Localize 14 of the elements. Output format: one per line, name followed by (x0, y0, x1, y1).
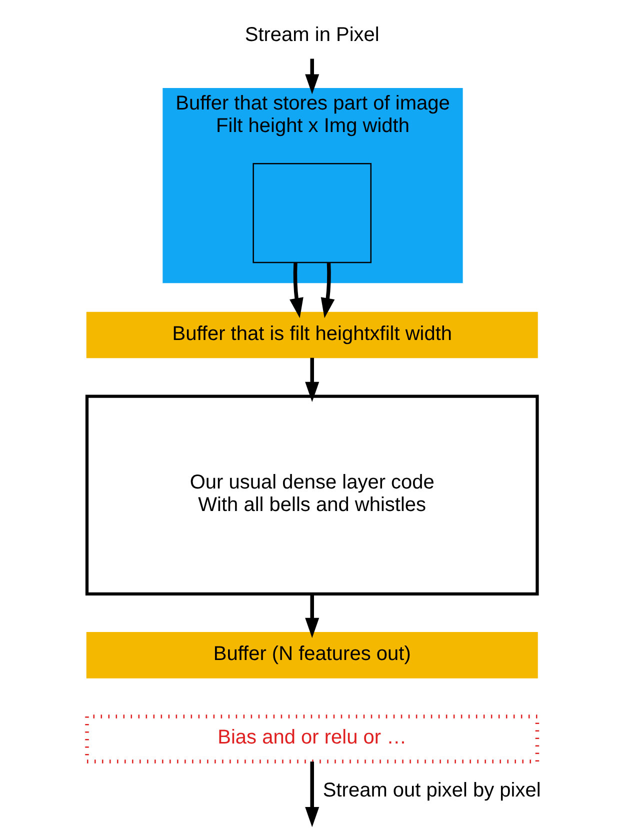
arrow (304, 762, 319, 828)
node-box: Our usual dense layer code With all bells and whistles (84, 394, 538, 596)
arrow (304, 358, 319, 402)
node-box (252, 163, 372, 264)
node-text: Stream in Pixel (244, 24, 379, 46)
node-box: Bias and or relu or … (84, 714, 539, 764)
cluster: Buffer that stores part of image Filt height x Img width (162, 88, 462, 284)
edge-label: Stream out pixel by pixel (322, 779, 540, 802)
arrow (289, 262, 303, 318)
arrow (304, 594, 319, 638)
arrow (304, 58, 319, 94)
node-box: Buffer that is filt heightxfilt width (86, 312, 538, 358)
node-box: Buffer (N features out) (86, 632, 538, 678)
arrow (320, 262, 334, 318)
